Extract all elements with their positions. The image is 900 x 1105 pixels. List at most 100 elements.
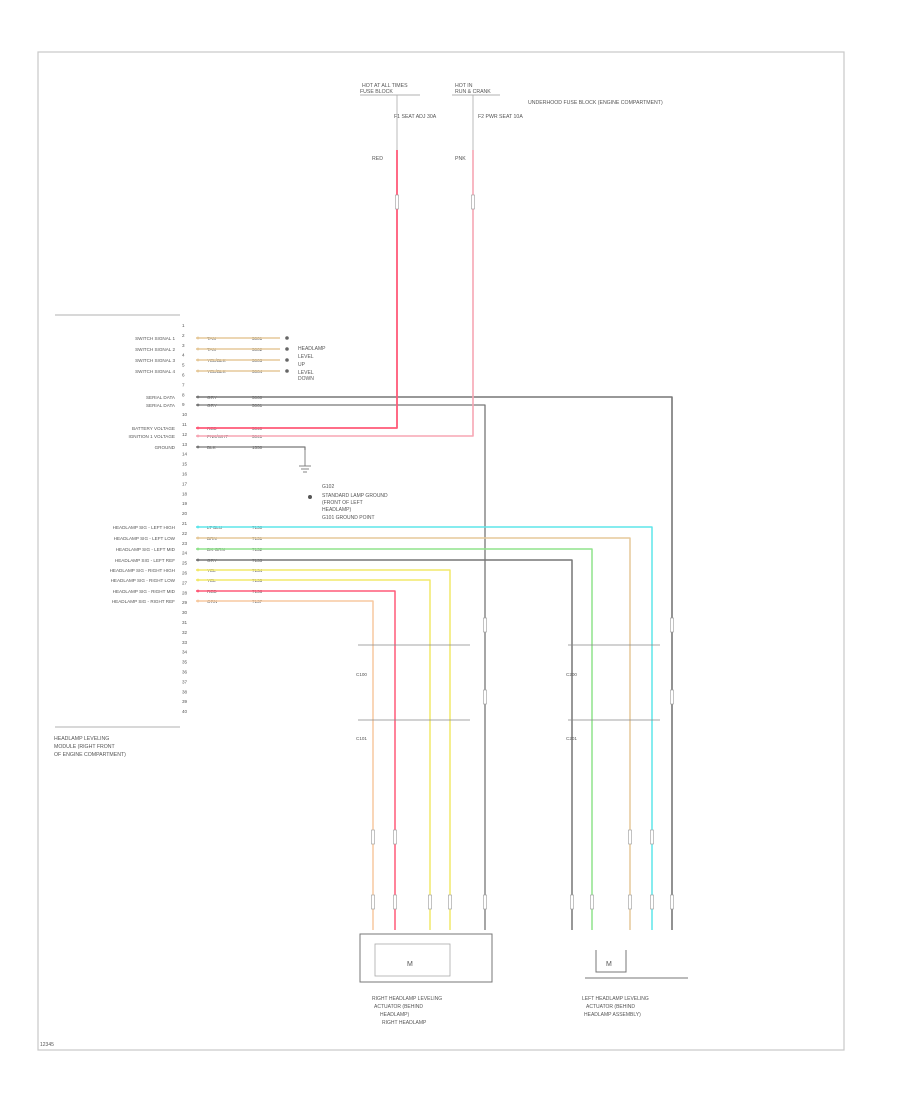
right-wire-code: PNK <box>455 156 466 162</box>
connector-terminal <box>428 894 432 910</box>
headlamp-signal-wire-4 <box>196 559 573 930</box>
signal-label: HEADLAMP SIG - RIGHT LOW <box>111 578 176 583</box>
right-actuator-line1: RIGHT HEADLAMP LEVELING <box>372 996 442 1002</box>
signal-label: SWITCH SIGNAL 1 <box>135 336 175 341</box>
connector-note-2: C101 <box>356 736 367 741</box>
connector-terminal <box>395 194 399 210</box>
pin-number: 35 <box>182 660 188 665</box>
switch-notes: HEADLAMP LEVEL UP LEVEL DOWN <box>298 346 326 382</box>
pin-number: 20 <box>182 511 188 516</box>
ground-legend: G102 STANDARD LAMP GROUND (FRONT OF LEFT… <box>308 484 388 521</box>
pin-number: 22 <box>182 531 188 536</box>
pin-number: 29 <box>182 600 188 605</box>
connector-terminal <box>670 617 674 633</box>
underhood-note: UNDERHOOD FUSE BLOCK (ENGINE COMPARTMENT… <box>528 100 663 106</box>
pin-number: 14 <box>182 452 188 457</box>
headlamp-signal-wire-3 <box>196 548 593 930</box>
pin-number: 28 <box>182 590 188 595</box>
pin-number: 16 <box>182 472 188 477</box>
right-actuator-line2: ACTUATOR (BEHIND <box>374 1004 423 1010</box>
connector-terminal <box>570 894 574 910</box>
pin-number: 12 <box>182 432 188 437</box>
headlamp-signal-wire-7 <box>196 590 396 930</box>
pin-number: 25 <box>182 561 188 566</box>
left-actuator-line3: HEADLAMP ASSEMBLY) <box>584 1012 641 1018</box>
signal-label: SWITCH SIGNAL 3 <box>135 358 175 363</box>
switch-dots <box>285 336 289 373</box>
switch-note-5: DOWN <box>298 376 314 382</box>
connector-terminal <box>670 894 674 910</box>
connector-terminal <box>670 689 674 705</box>
pin-number: 7 <box>182 382 185 387</box>
module-pin-numbers: 1234567891011121314151617181920212223242… <box>182 323 188 714</box>
signal-label: SERIAL DATA <box>146 403 176 408</box>
pin-number: 9 <box>182 402 185 407</box>
right-actuator-box <box>359 933 493 983</box>
pin-number: 2 <box>182 333 185 338</box>
connector-terminal <box>471 194 475 210</box>
pin-number: 17 <box>182 481 188 486</box>
connector-terminal <box>448 894 452 910</box>
pin-number: 1 <box>182 323 185 328</box>
headlamp-signal-wire-1 <box>196 526 653 930</box>
ignition-voltage-wire <box>196 150 474 437</box>
pin-number: 11 <box>182 422 187 427</box>
pin-number: 38 <box>182 689 188 694</box>
left-actuator-line2: ACTUATOR (BEHIND <box>586 1004 635 1010</box>
connector-note-1: C100 <box>356 672 367 677</box>
connector-terminal <box>371 829 375 845</box>
connector-terminal <box>590 894 594 910</box>
pin-number: 13 <box>182 442 188 447</box>
pin-number: 24 <box>182 551 188 556</box>
connector-terminal <box>650 894 654 910</box>
signal-label: BATTERY VOLTAGE <box>132 426 175 431</box>
right-actuator-line3: HEADLAMP) <box>380 1012 410 1018</box>
pin-number: 23 <box>182 541 188 546</box>
module-name-line1: HEADLAMP LEVELING <box>54 736 109 742</box>
connector-terminal <box>628 829 632 845</box>
fuse-a-label: F1 SEAT ADJ 30A <box>394 114 437 120</box>
pin-number: 36 <box>182 670 188 675</box>
connector-note-4: C201 <box>566 736 577 741</box>
fuse-b-label: F2 PWR SEAT 10A <box>478 114 523 120</box>
pin-number: 33 <box>182 640 188 645</box>
switch-note-4: LEVEL <box>298 370 314 376</box>
pin-number: 37 <box>182 679 188 684</box>
fuse-hot-run-label: HOT IN <box>455 83 473 89</box>
pin-number: 19 <box>182 501 188 506</box>
switch-dot-2 <box>285 347 289 351</box>
wires <box>196 150 674 930</box>
pin-number: 3 <box>182 343 185 348</box>
fuse-hot-label: HOT AT ALL TIMES <box>362 83 408 89</box>
connector-terminal <box>371 894 375 910</box>
pin-number: 8 <box>182 392 185 397</box>
signal-label: GROUND <box>155 445 176 450</box>
legend-title: G102 <box>322 484 334 490</box>
connector-terminal <box>393 829 397 845</box>
connector-terminal <box>393 894 397 910</box>
module-name-line3: OF ENGINE COMPARTMENT) <box>54 752 126 758</box>
legend-line-2: (FRONT OF LEFT <box>322 500 363 506</box>
serial-data-wire-2 <box>196 404 486 930</box>
left-actuator-motor: M <box>606 961 612 968</box>
module-name: HEADLAMP LEVELING MODULE (RIGHT FRONT OF… <box>54 736 126 758</box>
signal-label: SERIAL DATA <box>146 395 176 400</box>
pin-number: 21 <box>182 521 188 526</box>
right-actuator-line4: RIGHT HEADLAMP <box>382 1020 427 1026</box>
headlamp-signal-wire-2 <box>196 537 631 930</box>
signal-label: HEADLAMP SIG - LEFT MID <box>116 547 176 552</box>
connector-terminal <box>483 894 487 910</box>
signal-label: HEADLAMP SIG - RIGHT MID <box>113 589 176 594</box>
switch-dot-3 <box>285 358 289 362</box>
module-name-line2: MODULE (RIGHT FRONT <box>54 744 116 750</box>
switch-note-3: UP <box>298 362 306 368</box>
switch-note-1: HEADLAMP <box>298 346 326 352</box>
signal-label: HEADLAMP SIG - RIGHT REF <box>112 599 175 604</box>
switch-dot-1 <box>285 336 289 340</box>
pin-number: 4 <box>182 353 185 358</box>
connector-terminal <box>483 689 487 705</box>
pin-number: 18 <box>182 491 188 496</box>
right-actuator-motor: M <box>407 961 413 968</box>
